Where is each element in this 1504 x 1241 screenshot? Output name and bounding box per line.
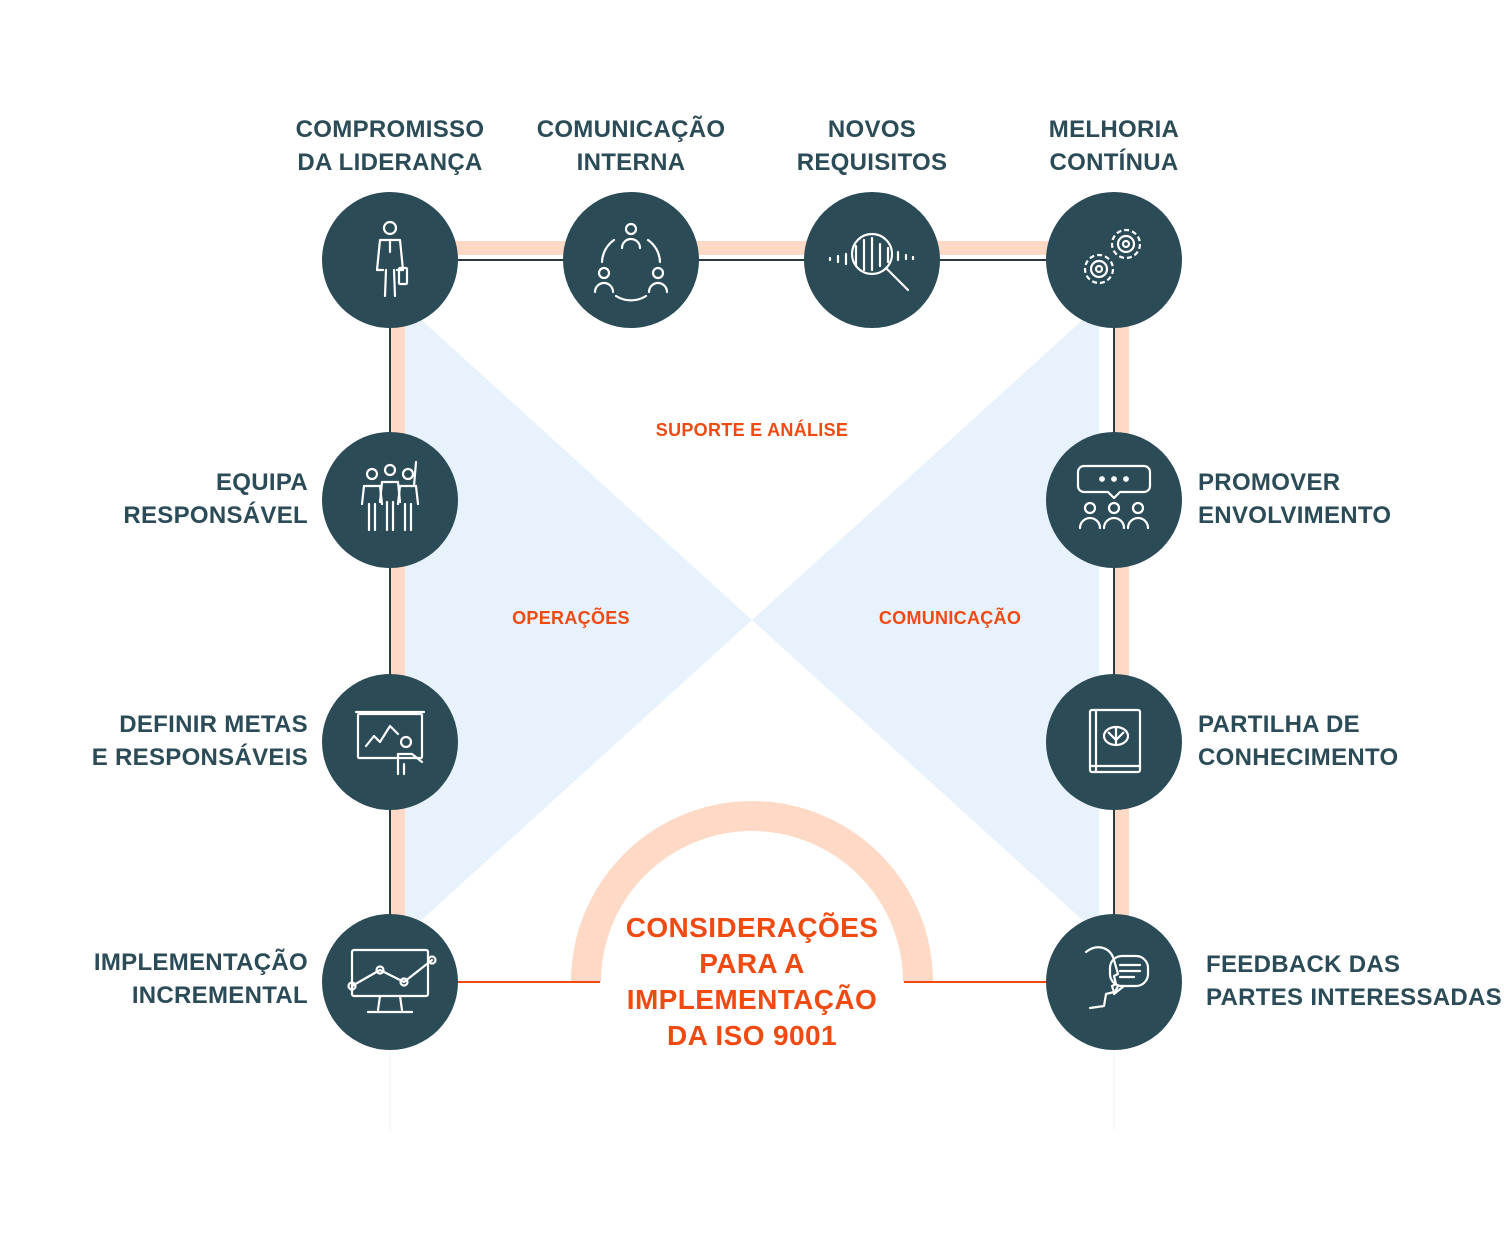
label-line: EQUIPA bbox=[215, 469, 308, 496]
zone-label-top: SUPORTE E ANÁLISE bbox=[655, 420, 849, 440]
label-line: COMPROMISSO bbox=[295, 116, 485, 143]
speech-bubble-group-icon bbox=[1076, 464, 1152, 530]
title-line: CONSIDERAÇÕES bbox=[625, 912, 879, 943]
label-line: PARTILHA DE bbox=[1198, 711, 1360, 738]
businessman-icon bbox=[375, 220, 409, 298]
node-circle bbox=[322, 192, 458, 328]
label-definir: DEFINIR METAS E RESPONSÁVEIS bbox=[92, 708, 308, 774]
node-promover[interactable] bbox=[1046, 432, 1182, 568]
node-compromisso[interactable] bbox=[322, 192, 458, 328]
node-circle bbox=[322, 432, 458, 568]
node-circle bbox=[563, 192, 699, 328]
label-line: DEFINIR METAS bbox=[119, 711, 308, 738]
node-circle bbox=[1046, 192, 1182, 328]
center-arch bbox=[571, 801, 933, 983]
title-line: DA ISO 9001 bbox=[667, 1020, 837, 1051]
label-line: IMPLEMENTAÇÃO bbox=[93, 949, 308, 976]
monitor-chart-icon bbox=[347, 948, 437, 1014]
label-partilha: PARTILHA DE CONHECIMENTO bbox=[1198, 708, 1399, 774]
node-feedback[interactable] bbox=[1046, 914, 1182, 1050]
label-line: INCREMENTAL bbox=[131, 982, 308, 1009]
label-line: DA LIDERANÇA bbox=[297, 149, 483, 176]
center-title: CONSIDERAÇÕES PARA A IMPLEMENTAÇÃO DA IS… bbox=[626, 910, 879, 1054]
label-line: MELHORIA bbox=[1048, 116, 1180, 143]
node-circle bbox=[322, 674, 458, 810]
knowledge-book-icon bbox=[1088, 708, 1142, 774]
label-promover: PROMOVER ENVOLVIMENTO bbox=[1198, 466, 1391, 532]
node-definir[interactable] bbox=[322, 674, 458, 810]
label-implementacao: IMPLEMENTAÇÃO INCREMENTAL bbox=[94, 946, 308, 1012]
node-implementacao[interactable] bbox=[322, 914, 458, 1050]
right-shade-triangle bbox=[752, 305, 1099, 935]
node-circle bbox=[322, 914, 458, 1050]
label-line: REQUISITOS bbox=[796, 149, 948, 176]
label-comunicacao: COMUNICAÇÃO INTERNA bbox=[537, 113, 726, 179]
team-circle-icon bbox=[593, 222, 669, 302]
node-circle bbox=[1046, 674, 1182, 810]
label-line: RESPONSÁVEL bbox=[123, 502, 308, 529]
label-line: FEEDBACK DAS bbox=[1206, 951, 1401, 978]
left-shade-triangle bbox=[405, 305, 752, 935]
label-line: NOVOS bbox=[827, 116, 917, 143]
label-line: PARTES INTERESSADAS bbox=[1206, 984, 1502, 1011]
zone-label-right: COMUNICAÇÃO bbox=[878, 608, 1022, 628]
label-feedback: FEEDBACK DAS PARTES INTERESSADAS bbox=[1206, 948, 1502, 1014]
label-line: E RESPONSÁVEIS bbox=[91, 744, 308, 771]
node-partilha[interactable] bbox=[1046, 674, 1182, 810]
magnifier-analysis-icon bbox=[828, 232, 915, 292]
label-compromisso: COMPROMISSO DA LIDERANÇA bbox=[296, 113, 485, 179]
label-line: CONHECIMENTO bbox=[1198, 744, 1399, 771]
node-comunicacao[interactable] bbox=[563, 192, 699, 328]
node-novos[interactable] bbox=[804, 192, 940, 328]
label-line: CONTÍNUA bbox=[1049, 149, 1179, 176]
node-circle bbox=[1046, 432, 1182, 568]
gears-icon bbox=[1083, 228, 1142, 285]
label-line: ENVOLVIMENTO bbox=[1198, 502, 1392, 529]
team-people-icon bbox=[360, 460, 420, 532]
node-melhoria[interactable] bbox=[1046, 192, 1182, 328]
label-line: COMUNICAÇÃO bbox=[536, 116, 726, 143]
zone-label-left: OPERAÇÕES bbox=[512, 608, 630, 628]
presentation-board-icon bbox=[354, 710, 426, 776]
node-equipa[interactable] bbox=[322, 432, 458, 568]
face-speech-icon bbox=[1084, 946, 1150, 1010]
title-line: IMPLEMENTAÇÃO bbox=[626, 984, 878, 1015]
label-equipa: EQUIPA RESPONSÁVEL bbox=[123, 466, 308, 532]
label-line: INTERNA bbox=[576, 149, 686, 176]
label-melhoria: MELHORIA CONTÍNUA bbox=[1049, 113, 1179, 179]
title-line: PARA A bbox=[699, 948, 805, 979]
label-novos: NOVOS REQUISITOS bbox=[797, 113, 948, 179]
label-line: PROMOVER bbox=[1198, 469, 1341, 496]
